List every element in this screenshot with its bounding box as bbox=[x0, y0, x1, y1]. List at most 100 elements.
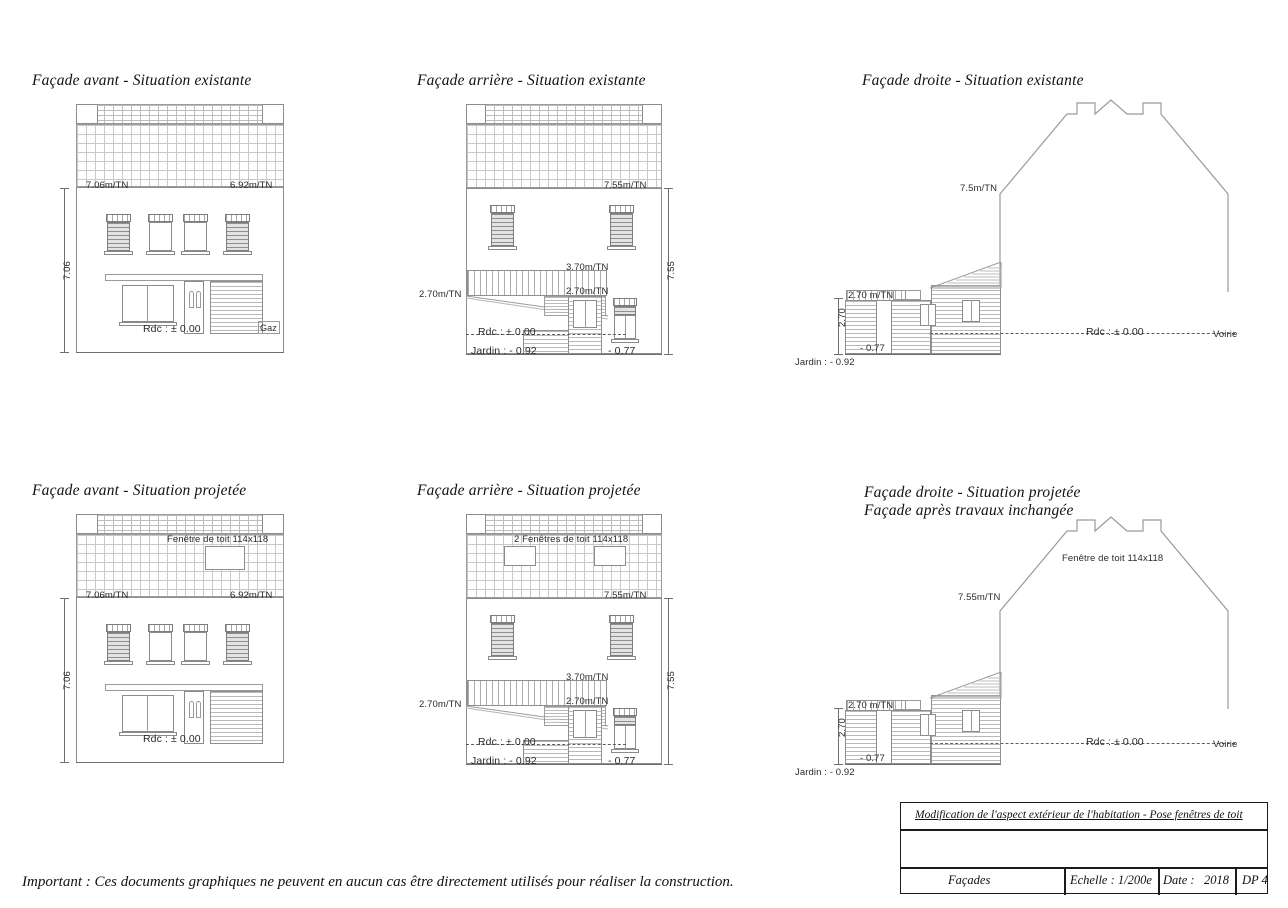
label-garden-level: Jardin : - 0.92 bbox=[795, 357, 855, 368]
label-terrace-level: - 0.77 bbox=[860, 343, 885, 354]
label-ridge-left: 7.06m/TN bbox=[86, 590, 129, 601]
door-mullion bbox=[585, 710, 586, 738]
label-ext-left: 2.70m/TN bbox=[419, 289, 462, 300]
ext-dimension-label: 2.70 bbox=[837, 308, 848, 327]
label-road: Voirie bbox=[1213, 329, 1238, 340]
height-dimension-line bbox=[668, 188, 669, 354]
garden-level-line bbox=[845, 354, 1001, 355]
view-title-rear-existing: Façade arrière - Situation existante bbox=[417, 72, 646, 89]
extension-roof-slope bbox=[930, 262, 1002, 289]
door-glazing-left bbox=[189, 701, 194, 718]
roof-left-end bbox=[76, 514, 98, 534]
height-dimension-label: 7.06 bbox=[62, 261, 73, 280]
extension-parapet bbox=[893, 290, 921, 300]
label-ridge: 7.55m/TN bbox=[958, 592, 1001, 603]
window-mullion bbox=[928, 714, 929, 736]
canopy-band bbox=[105, 684, 263, 691]
window-sill bbox=[607, 246, 636, 250]
label-ground-level: Rdc : ± 0.00 bbox=[143, 323, 201, 335]
window-sill bbox=[146, 251, 175, 255]
garden-level-line bbox=[845, 764, 1001, 765]
roof-right-end bbox=[642, 514, 662, 534]
roller-shutter-closed bbox=[610, 623, 633, 656]
shutter-box bbox=[609, 205, 634, 213]
dim-tick-bottom bbox=[834, 764, 843, 765]
roof-ridge-band bbox=[76, 514, 284, 534]
roof-left-end bbox=[466, 514, 486, 534]
ground-level-line bbox=[466, 334, 626, 335]
drawing-date-value: 2018 bbox=[1204, 873, 1229, 887]
title-block-divider-2 bbox=[901, 867, 1267, 869]
title-block-divider-v3 bbox=[1235, 867, 1237, 895]
shutter-box bbox=[225, 214, 250, 222]
door-mullion bbox=[585, 300, 586, 328]
house-gable-outline bbox=[999, 99, 1229, 293]
extension-parapet bbox=[893, 700, 921, 710]
height-dimension-label: 7.55 bbox=[666, 261, 677, 280]
height-dimension-line bbox=[668, 598, 669, 764]
ground-level-line bbox=[930, 743, 1235, 744]
height-dimension-line bbox=[838, 298, 839, 354]
label-terrace-level: - 0.77 bbox=[608, 345, 636, 357]
roller-shutter-closed bbox=[107, 632, 130, 661]
label-rooflights: 2 Fenêtres de toit 114x118 bbox=[514, 534, 629, 545]
window-sill bbox=[181, 251, 210, 255]
height-dimension-label: 7.06 bbox=[62, 671, 73, 690]
height-dimension-line bbox=[838, 708, 839, 764]
title-block-divider-v2 bbox=[1158, 867, 1160, 895]
label-ridge: 7.55m/TN bbox=[604, 180, 647, 191]
roof-window-2 bbox=[594, 546, 626, 566]
dim-tick-bottom bbox=[664, 764, 673, 765]
canopy-band bbox=[105, 274, 263, 281]
height-dimension-label: 7.55 bbox=[666, 671, 677, 690]
label-garden-level: Jardin : - 0.92 bbox=[471, 345, 537, 357]
roof-right-end bbox=[262, 104, 284, 124]
label-terrace-level: - 0.77 bbox=[608, 755, 636, 767]
label-ground-level: Rdc : ± 0.00 bbox=[478, 326, 536, 338]
shutter-box bbox=[106, 214, 131, 222]
roof-window bbox=[205, 546, 245, 570]
veranda-roof bbox=[467, 270, 607, 296]
roller-shutter-closed bbox=[226, 632, 249, 661]
roof-ridge-band bbox=[466, 514, 662, 534]
window-sill bbox=[119, 732, 177, 736]
shutter-box bbox=[183, 624, 208, 632]
roof-window-1 bbox=[504, 546, 536, 566]
garden-level-line bbox=[466, 764, 662, 765]
veranda-roof bbox=[467, 680, 607, 706]
window-glass bbox=[149, 632, 172, 661]
roof-ridge-band bbox=[466, 104, 662, 124]
window-sill bbox=[223, 661, 252, 665]
window-sill bbox=[488, 246, 517, 250]
extension-roof-slope bbox=[930, 672, 1002, 699]
label-ground-level: Rdc : ± 0.00 bbox=[478, 736, 536, 748]
label-ridge-right: 6.92m/TN bbox=[230, 180, 273, 191]
roof-right-end bbox=[642, 104, 662, 124]
window-sill bbox=[488, 656, 517, 660]
label-ground-level: Rdc : ± 0.00 bbox=[1086, 736, 1144, 748]
height-dimension-line bbox=[64, 598, 65, 762]
window-glass bbox=[184, 222, 207, 251]
label-garden-level: Jardin : - 0.92 bbox=[471, 755, 537, 767]
label-rooflight: Fenêtre de toit 114x118 bbox=[167, 534, 269, 545]
roof-right-end bbox=[262, 514, 284, 534]
window-glass bbox=[149, 222, 172, 251]
label-gas: Gaz bbox=[260, 323, 277, 333]
dim-tick-bottom bbox=[664, 354, 673, 355]
shutter-box bbox=[148, 214, 173, 222]
dim-tick-top bbox=[834, 708, 843, 709]
window-sill bbox=[104, 251, 133, 255]
garage-door bbox=[210, 281, 263, 334]
window-glass bbox=[122, 285, 174, 322]
shutter-box bbox=[225, 624, 250, 632]
label-terrace-level: - 0.77 bbox=[860, 753, 885, 764]
door-glazing-left bbox=[189, 291, 194, 308]
dim-tick-bottom bbox=[60, 762, 69, 763]
roof-left-end bbox=[76, 104, 98, 124]
window-mullion bbox=[625, 725, 626, 749]
shutter-box bbox=[148, 624, 173, 632]
garden-level-line bbox=[466, 354, 662, 355]
label-ground-level: Rdc : ± 0.00 bbox=[143, 733, 201, 745]
ground-line bbox=[76, 762, 284, 763]
window-mullion bbox=[971, 710, 972, 732]
